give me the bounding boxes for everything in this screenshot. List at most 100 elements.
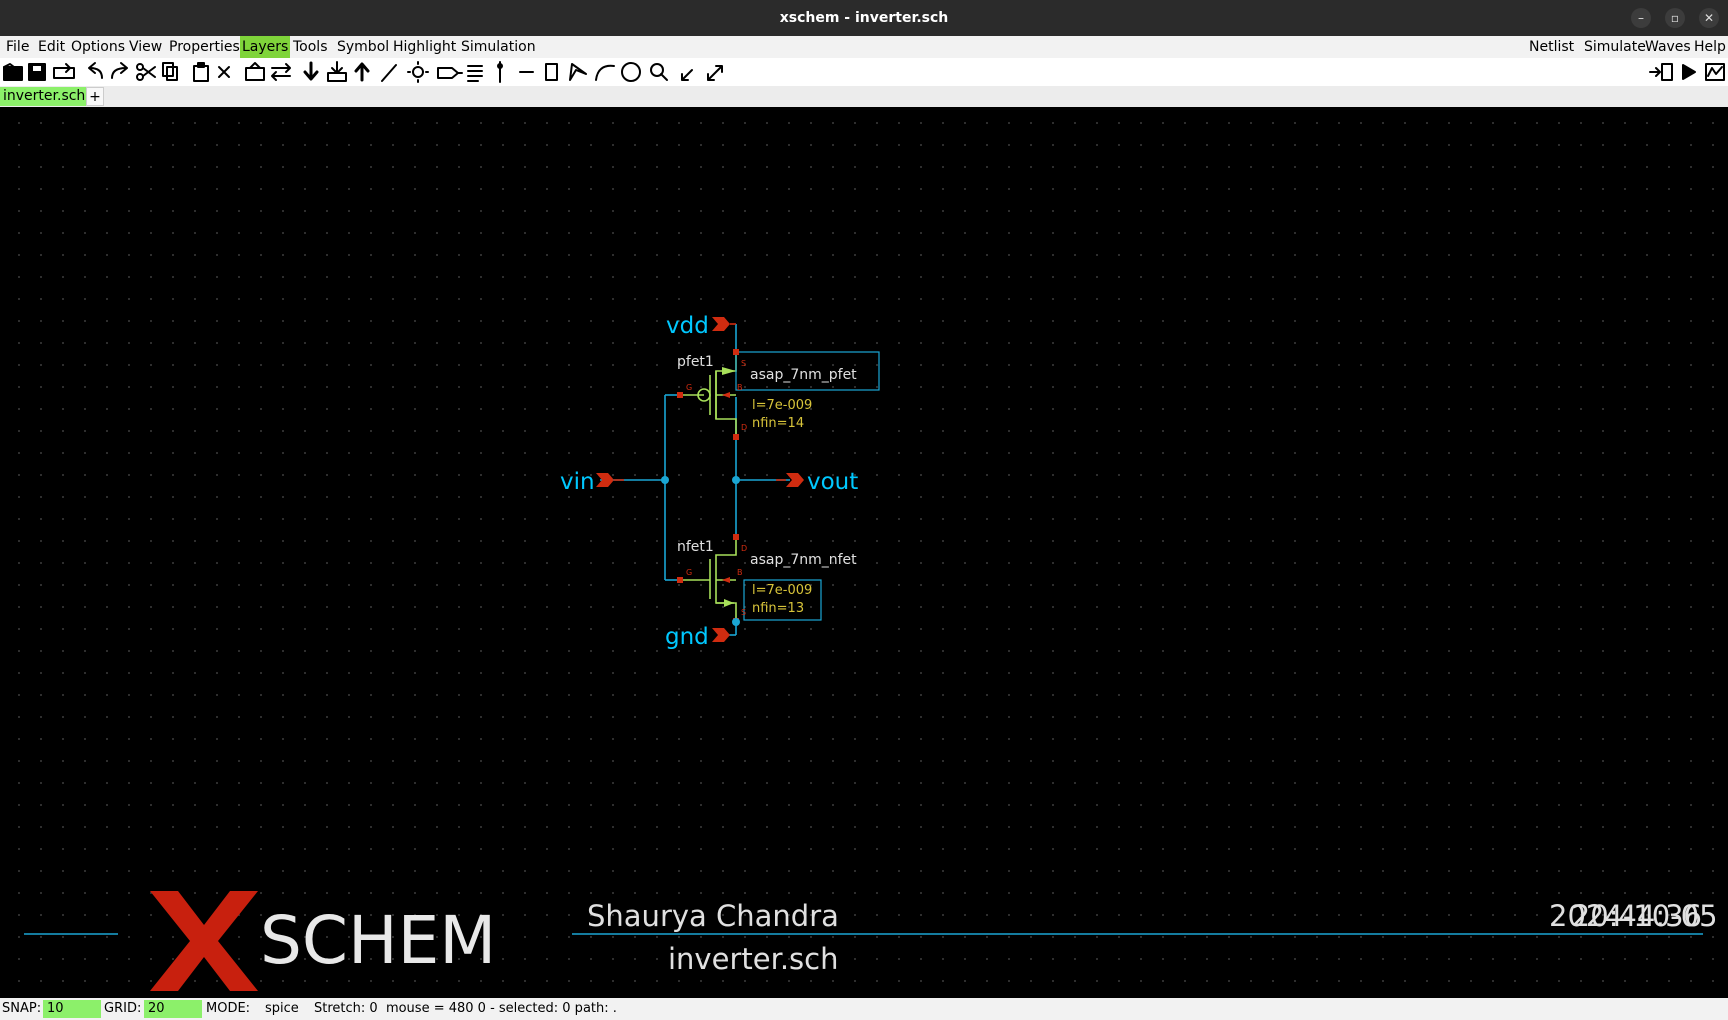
title-bar: xschem - inverter.sch – ▫ ✕: [0, 0, 1728, 36]
paste-icon[interactable]: [193, 62, 209, 82]
schematic-time: 20:44:36: [1572, 899, 1702, 933]
author-name: Shaurya Chandra: [587, 899, 839, 933]
close-button[interactable]: ✕: [1699, 8, 1719, 28]
ascend-icon[interactable]: [354, 62, 370, 82]
vdd-pin-icon: [712, 317, 730, 331]
pin-icon[interactable]: [437, 67, 463, 79]
menu-simulation[interactable]: Simulation: [461, 39, 536, 55]
pfet-nfin: nfin=14: [752, 416, 804, 431]
cut-icon[interactable]: [136, 63, 156, 81]
pin-label-gnd: gnd: [665, 624, 709, 650]
tab-inverter-sch[interactable]: inverter.sch: [0, 87, 89, 106]
pin-label-vin: vin: [560, 469, 595, 495]
menu-help[interactable]: Help: [1694, 39, 1726, 55]
minimize-icon: –: [1638, 11, 1644, 25]
netlist-icon[interactable]: [1649, 63, 1673, 81]
menu-symbol[interactable]: Symbol: [337, 39, 390, 55]
pfet-source-terminal: S: [741, 359, 746, 368]
pfet-drain-terminal: D: [741, 423, 747, 432]
vin-pin-icon: [596, 473, 614, 487]
menu-simulate[interactable]: Simulate: [1584, 39, 1646, 55]
title-block: SCHEM Shaurya Chandra inverter.sch 2024-…: [24, 891, 1718, 991]
text-icon[interactable]: [467, 65, 483, 82]
rectangle-icon[interactable]: [545, 63, 558, 81]
junctions: [661, 476, 740, 626]
add-tab-button[interactable]: +: [86, 87, 104, 106]
xschem-logo-icon: [150, 891, 258, 991]
nfet-drain-terminal: D: [741, 544, 747, 553]
toolbar: [0, 58, 1728, 87]
snap-label: SNAP:: [2, 1001, 42, 1016]
descend-icon[interactable]: [303, 61, 319, 81]
zoom-full-icon[interactable]: [681, 69, 693, 81]
undo-icon[interactable]: [88, 62, 103, 79]
zoom-icon[interactable]: [650, 63, 668, 81]
tab-bar: inverter.sch +: [0, 86, 1728, 107]
pfet-gate-terminal: G: [686, 383, 692, 392]
menu-edit[interactable]: Edit: [38, 39, 66, 55]
redo-icon[interactable]: [111, 62, 128, 79]
nfet-length: l=7e-009: [752, 583, 812, 598]
polygon-icon[interactable]: [569, 63, 587, 81]
status-info: Stretch: 0 mouse = 480 0 - selected: 0 p…: [314, 1001, 617, 1016]
nfet-source-terminal: S: [741, 608, 746, 617]
gnd-pin-icon: [712, 628, 730, 642]
pfet-symbol[interactable]: [683, 351, 880, 437]
pfet-bulk-terminal: B: [737, 383, 743, 392]
grid-input[interactable]: 20: [144, 1000, 202, 1018]
nfet-gate-terminal: G: [686, 568, 692, 577]
logo-text: SCHEM: [260, 902, 496, 979]
snap-input[interactable]: 10: [43, 1000, 101, 1018]
pin-label-vout: vout: [807, 469, 858, 495]
menu-netlist[interactable]: Netlist: [1529, 39, 1575, 55]
schematic-canvas[interactable]: vdd vin vout gnd pfet1 asap_7nm_pfet l=7…: [0, 107, 1728, 998]
zoom-fit-icon[interactable]: [707, 65, 723, 81]
copy-icon[interactable]: [162, 62, 178, 81]
arc-icon[interactable]: [595, 64, 615, 81]
menu-options[interactable]: Options: [71, 39, 126, 55]
menu-bar: File Edit Options View Properties Layers…: [0, 36, 1728, 58]
menu-waves[interactable]: Waves: [1645, 39, 1691, 55]
nfet-instance-name: nfet1: [677, 539, 714, 555]
minimize-button[interactable]: –: [1631, 8, 1651, 28]
menu-view[interactable]: View: [129, 39, 163, 55]
grid-label: GRID:: [104, 1001, 142, 1016]
pencil-icon[interactable]: [381, 64, 397, 82]
nfet-symbol[interactable]: [680, 537, 822, 621]
close-icon: ✕: [1703, 11, 1715, 25]
mode-label: MODE:: [206, 1001, 251, 1016]
menu-properties[interactable]: Properties: [169, 39, 240, 55]
probe-icon[interactable]: [497, 61, 503, 83]
pfet-length: l=7e-009: [752, 398, 812, 413]
save-icon[interactable]: [28, 63, 46, 81]
menu-highlight[interactable]: Highlight: [393, 39, 457, 55]
pfet-model: asap_7nm_pfet: [750, 367, 857, 383]
descend-symbol-icon[interactable]: [327, 61, 347, 82]
menu-file[interactable]: File: [6, 39, 30, 55]
mode-value: spice: [265, 1001, 299, 1016]
window-title: xschem - inverter.sch: [779, 10, 949, 26]
nfet-nfin: nfin=13: [752, 601, 804, 616]
circle-icon[interactable]: [621, 62, 641, 82]
menu-tools[interactable]: Tools: [293, 39, 328, 55]
delete-icon[interactable]: [218, 66, 230, 78]
pin-label-vdd: vdd: [666, 313, 709, 339]
menu-layers[interactable]: Layers: [240, 36, 291, 58]
reload-icon[interactable]: [53, 63, 75, 79]
schematic-file-name: inverter.sch: [668, 942, 839, 976]
schematic-date: 2024-10-05: [1549, 899, 1718, 933]
open-file-icon[interactable]: [3, 63, 23, 81]
vout-pin-icon: [786, 473, 804, 487]
maximize-button[interactable]: ▫: [1665, 8, 1685, 28]
simulate-icon[interactable]: [1682, 64, 1696, 80]
nfet-bulk-terminal: B: [737, 568, 743, 577]
push-down-icon[interactable]: [245, 62, 265, 81]
swap-icon[interactable]: [271, 63, 291, 81]
pin-arrows: [596, 317, 804, 642]
pfet-instance-name: pfet1: [677, 354, 714, 370]
highlight-icon[interactable]: [407, 61, 429, 83]
waves-icon[interactable]: [1705, 63, 1725, 81]
maximize-icon: ▫: [1670, 11, 1680, 25]
status-bar: SNAP: 10 GRID: 20 MODE: spice Stretch: 0…: [0, 998, 1728, 1020]
nfet-model: asap_7nm_nfet: [750, 552, 857, 568]
